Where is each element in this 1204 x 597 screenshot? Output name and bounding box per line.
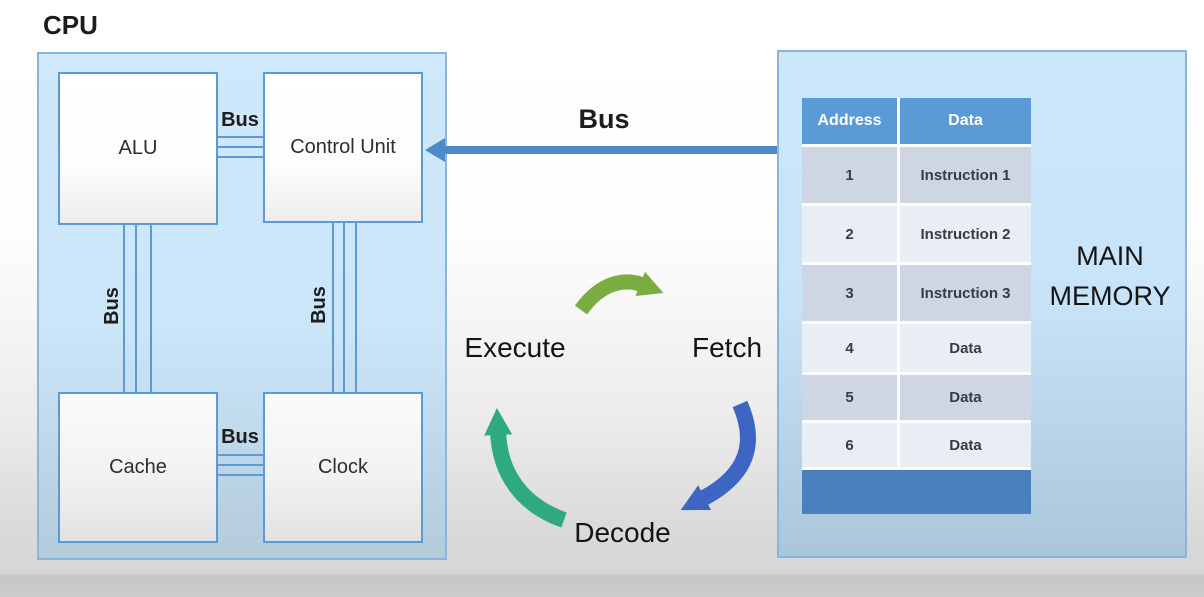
memory-table: Address Data 1 Instruction 1 2 Instructi… (802, 98, 1031, 514)
table-row: 3 Instruction 3 (802, 265, 1031, 321)
alu-block: ALU (58, 72, 218, 225)
address-cell: 3 (802, 265, 897, 321)
memory-table-header-row: Address Data (802, 98, 1031, 144)
bus-arrow-left-head (425, 138, 445, 162)
cache-label: Cache (109, 456, 167, 478)
main-memory-title-line1: MAIN (1076, 241, 1144, 271)
bus-arrow (445, 146, 779, 154)
bus-line (217, 474, 263, 476)
fetch-label: Fetch (691, 332, 763, 363)
memory-table-footer-row (802, 470, 1031, 514)
bus-line (217, 146, 263, 148)
data-column-header: Data (900, 98, 1031, 144)
bus-line (343, 223, 345, 392)
address-cell: 5 (802, 375, 897, 420)
data-cell: Instruction 1 (900, 147, 1031, 203)
data-cell: Data (900, 324, 1031, 372)
bus-label-vertical-right: Bus (307, 286, 330, 324)
bus-label-cache-clock: Bus (221, 425, 259, 448)
bus-label-alu-cu: Bus (221, 108, 259, 131)
data-cell: Data (900, 423, 1031, 467)
execute-label: Execute (464, 332, 566, 363)
cycle-arrow-fetch-to-decode-icon (680, 400, 756, 511)
decode-label: Decode (574, 517, 671, 548)
control-unit-label: Control Unit (290, 136, 396, 158)
cycle-arrow-decode-to-execute-icon (484, 408, 567, 528)
main-memory-title-line2: MEMORY (1049, 281, 1171, 311)
bus-line (332, 223, 334, 392)
table-row: 2 Instruction 2 (802, 206, 1031, 262)
table-row: 1 Instruction 1 (802, 147, 1031, 203)
table-row: 4 Data (802, 324, 1031, 372)
address-cell: 1 (802, 147, 897, 203)
control-unit-block: Control Unit (263, 72, 423, 223)
bus-line (150, 225, 152, 392)
data-cell: Data (900, 375, 1031, 420)
address-column-header: Address (802, 98, 897, 144)
cycle-arrow-execute-to-fetch-icon (574, 271, 664, 315)
table-row: 5 Data (802, 375, 1031, 420)
bus-line (217, 136, 263, 138)
bus-line (217, 156, 263, 158)
bus-line (123, 225, 125, 392)
address-cell: 4 (802, 324, 897, 372)
clock-block: Clock (263, 392, 423, 543)
alu-label: ALU (118, 137, 158, 159)
data-cell: Instruction 2 (900, 206, 1031, 262)
bus-line (217, 464, 263, 466)
bus-line (135, 225, 137, 392)
clock-label: Clock (317, 456, 368, 478)
data-cell: Instruction 3 (900, 265, 1031, 321)
bus-line (355, 223, 357, 392)
bus-line (217, 454, 263, 456)
bus-label-vertical-left: Bus (100, 287, 123, 325)
address-cell: 6 (802, 423, 897, 467)
main-memory-title: MAIN MEMORY (1035, 236, 1185, 316)
bus-arrow-label: Bus (578, 104, 630, 134)
table-row: 6 Data (802, 423, 1031, 467)
cache-block: Cache (58, 392, 218, 543)
address-cell: 2 (802, 206, 897, 262)
cpu-title: CPU (43, 10, 98, 40)
